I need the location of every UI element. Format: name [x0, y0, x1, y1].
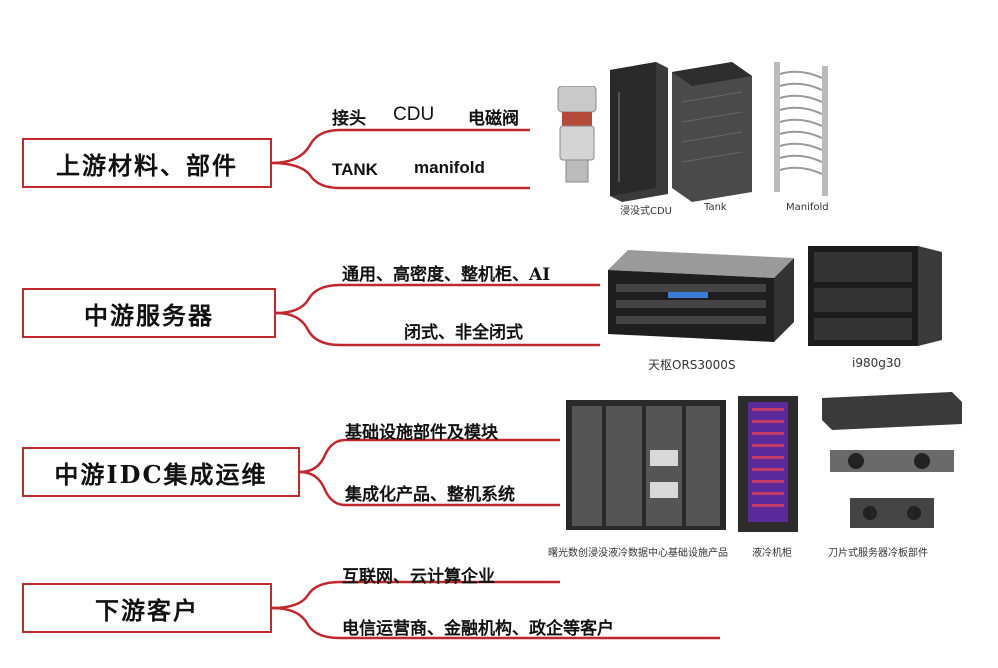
server-image: [608, 250, 794, 342]
item-label: 集成化产品、整机系统: [345, 485, 515, 505]
item-label: manifold: [414, 158, 485, 177]
caption-cdu: 浸没式CDU: [620, 206, 673, 217]
item-label: 互联网、云计算企业: [342, 567, 495, 587]
idc-cabinets-image: [566, 400, 726, 530]
item-label: 电信运营商、金融机构、政企等客户: [342, 619, 614, 639]
caption-rack: 液冷机柜: [752, 548, 792, 559]
item-label: TANK: [332, 160, 378, 179]
category-box-downstream: 下游客户: [22, 583, 272, 633]
item-label: 基础设施部件及模块: [345, 423, 498, 443]
caption-tank: Tank: [704, 202, 727, 213]
item-label: CDU: [393, 104, 435, 125]
caption-blade: 刀片式服务器冷板部件: [828, 548, 928, 559]
manifold-image: [774, 62, 828, 196]
category-title: 中游服务器: [84, 300, 214, 330]
item-label: 接头: [332, 109, 366, 129]
category-title: 中游IDC集成运维: [54, 459, 268, 489]
blade-parts-image: [822, 392, 962, 528]
category-box-upstream: 上游材料、部件: [22, 138, 272, 188]
connector-image: [557, 86, 597, 183]
tank-image: [672, 62, 752, 202]
category-box-midstream-idc: 中游IDC集成运维: [22, 447, 300, 497]
caption-server1: 天枢ORS3000S: [648, 358, 736, 372]
server-image: [808, 246, 942, 346]
item-label: 闭式、非全闭式: [404, 323, 523, 343]
category-box-midstream-server: 中游服务器: [22, 288, 276, 338]
caption-server2: i980g30: [852, 356, 902, 370]
caption-idc: 曙光数创浸没液冷数据中心基础设施产品: [548, 548, 728, 559]
category-title: 上游材料、部件: [56, 150, 238, 180]
caption-manifold: Manifold: [786, 202, 829, 213]
rack-image: [738, 396, 798, 532]
category-title: 下游客户: [95, 595, 199, 625]
cdu-image: [610, 62, 668, 202]
item-label: 电磁阀: [468, 109, 519, 129]
item-label: 通用、高密度、整机柜、AI: [342, 265, 551, 285]
